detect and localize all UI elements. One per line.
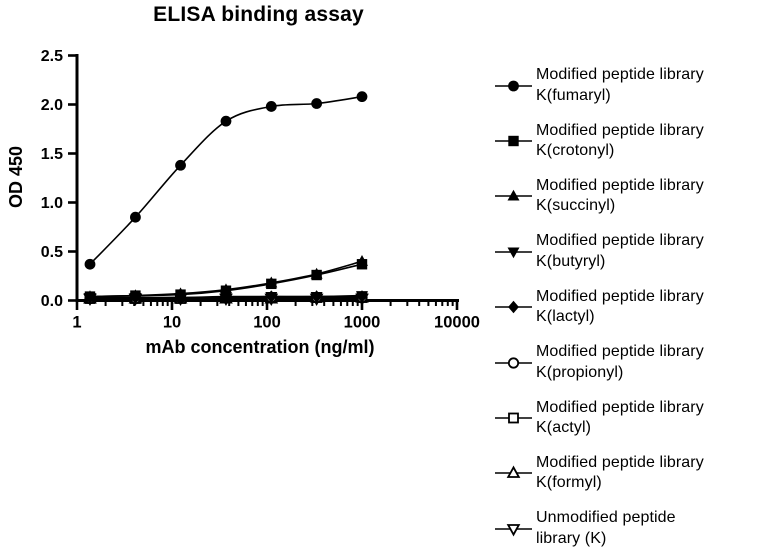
circle-filled-marker-icon: [265, 101, 277, 112]
legend-label-line1: Modified peptide library: [536, 176, 704, 194]
square-filled-legend-icon: [495, 135, 532, 147]
triangle-up-open-marker-icon: [506, 465, 521, 479]
y-tick-label: 2.5: [41, 48, 63, 65]
legend-label-line2: K(butyryl): [536, 252, 606, 270]
square-filled-marker-icon: [175, 289, 186, 300]
legend-label-line1: Modified peptide library: [536, 121, 704, 139]
triangle-down-filled-legend-icon: [495, 247, 532, 259]
x-tick-label: 10000: [434, 314, 480, 332]
square-filled-marker-icon: [130, 290, 141, 301]
axes: [75, 54, 459, 302]
x-ticks: 1 10 100 1000 10000: [72, 300, 480, 332]
diamond-filled-marker-icon: [508, 301, 519, 314]
y-tick-label: 0.0: [41, 293, 63, 310]
triangle-down-open-legend-icon: [495, 523, 532, 537]
legend-label-line1: Modified peptide library: [536, 398, 704, 416]
square-filled-marker-icon: [356, 259, 368, 270]
y-tick-label: 0.5: [41, 244, 63, 261]
legend-label-line2: library (K): [536, 529, 607, 547]
circle-filled-marker-icon: [175, 159, 186, 171]
circle-open-marker-icon: [507, 357, 520, 369]
diamond-filled-legend-icon: [495, 301, 532, 314]
y-ticks: 0.0 0.5 1.0 1.5 2.0 2.5: [41, 48, 77, 310]
circle-filled-marker-icon: [84, 258, 96, 270]
y-tick-label: 2.0: [41, 97, 63, 114]
legend-label-line2: K(formyl): [536, 474, 602, 492]
triangle-down-filled-marker-icon: [507, 247, 520, 259]
square-open-legend-icon: [495, 412, 532, 424]
x-tick-label: 100: [253, 314, 281, 332]
x-tick-label: 1: [72, 314, 81, 332]
legend-label-line1: Modified peptide library: [536, 343, 704, 361]
legend-label-line2: K(lactyl): [536, 308, 595, 326]
legend-item: Unmodified peptide library (K): [492, 501, 766, 556]
legend-label-line1: Modified peptide library: [536, 232, 704, 250]
x-tick-label: 10: [163, 314, 181, 332]
x-axis-title: mAb concentration (ng/ml): [145, 337, 375, 357]
legend-label-line2: K(crotonyl): [536, 142, 615, 160]
square-filled-marker-icon: [311, 269, 322, 281]
circle-open-legend-icon: [495, 357, 532, 369]
legend-label: Unmodified peptide library (K): [536, 508, 676, 549]
triangle-down-filled-marker-icon: [356, 291, 368, 302]
series-circle-filled: [84, 91, 368, 270]
x-tick-label: 1000: [344, 314, 381, 332]
circle-filled-marker-icon: [356, 91, 368, 103]
triangle-up-filled-legend-icon: [495, 190, 532, 202]
legend-label-line2: K(actyl): [536, 419, 592, 437]
circle-filled-marker-icon: [508, 80, 519, 92]
y-tick-label: 1.5: [41, 146, 63, 163]
legend-label-line1: Unmodified peptide: [536, 509, 676, 527]
y-axis-title: OD 450: [6, 145, 26, 209]
y-tick-label: 1.0: [41, 195, 63, 212]
circle-filled-marker-icon: [220, 115, 232, 127]
legend-label-line1: Modified peptide library: [536, 453, 704, 471]
legend-label-line2: K(succinyl): [536, 197, 616, 215]
square-filled-marker-icon: [84, 291, 96, 302]
chart-title: ELISA binding assay: [153, 3, 364, 26]
series-square-filled: [84, 259, 368, 302]
square-filled-marker-icon: [220, 285, 232, 296]
square-filled-marker-icon: [508, 135, 519, 147]
triangle-down-filled-marker-icon: [265, 292, 278, 303]
legend-label-line2: K(propionyl): [536, 363, 624, 381]
triangle-up-open-legend-icon: [495, 465, 532, 479]
legend-label-line1: Modified peptide library: [536, 287, 704, 305]
square-open-marker-icon: [508, 412, 519, 424]
legend-label-line2: K(fumaryl): [536, 86, 611, 104]
circle-filled-marker-icon: [311, 98, 323, 109]
legend-label-line1: Modified peptide library: [536, 66, 704, 84]
square-filled-marker-icon: [266, 278, 277, 290]
triangle-down-open-marker-icon: [506, 523, 521, 537]
triangle-down-filled-marker-icon: [310, 292, 323, 303]
circle-filled-legend-icon: [495, 80, 532, 92]
triangle-up-filled-marker-icon: [507, 190, 520, 202]
circle-filled-marker-icon: [130, 211, 141, 223]
